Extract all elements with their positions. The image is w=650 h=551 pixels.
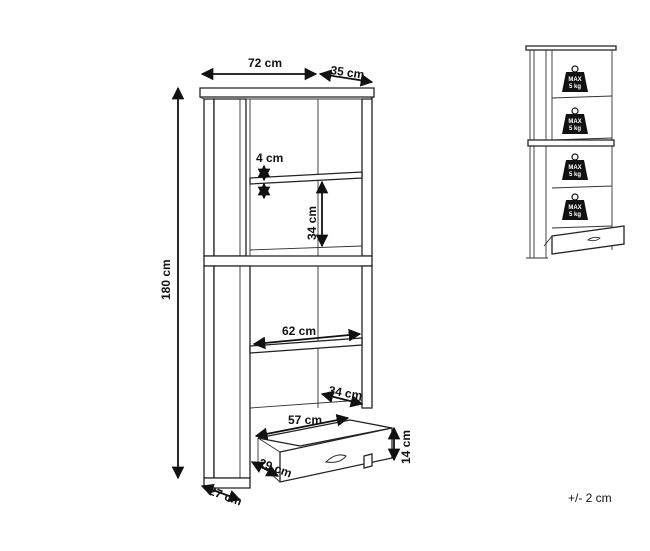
drawer-depth-label: 34 cm: [327, 383, 363, 403]
upper-compartment-height-label: 34 cm: [305, 206, 319, 240]
weight-icon-4-line2: 5 kg: [569, 212, 581, 218]
main-bookcase-drawing: [199, 87, 393, 489]
weight-icon-3: MAX 5 kg: [562, 153, 588, 180]
weight-icon-1-line1: MAX: [568, 77, 581, 83]
weight-icon-1: MAX 5 kg: [562, 65, 588, 92]
weight-icon-3-line1: MAX: [568, 165, 581, 171]
upper-shelf-gap-label: 4 cm: [256, 151, 283, 165]
weight-icon-3-line2: 5 kg: [569, 172, 581, 178]
weight-icon-4: MAX 5 kg: [562, 193, 588, 220]
height-label: 180 cm: [159, 259, 173, 300]
weight-icon-2-line2: 5 kg: [569, 126, 581, 132]
dimension-lines: [171, 67, 401, 502]
weight-icon-2-line1: MAX: [568, 119, 581, 125]
depth-top-label: 35 cm: [330, 63, 366, 82]
weight-icon-2: MAX 5 kg: [562, 107, 588, 134]
shelf-width-label: 62 cm: [282, 324, 316, 338]
load-capacity-illustration: [525, 45, 625, 259]
weight-icon-1-line2: 5 kg: [569, 84, 581, 90]
drawer-width-label: 57 cm: [288, 413, 322, 427]
width-label: 72 cm: [248, 56, 282, 70]
weight-icon-4-line1: MAX: [568, 205, 581, 211]
tolerance-note: +/- 2 cm: [568, 491, 612, 505]
drawer-height-label: 14 cm: [399, 430, 413, 464]
